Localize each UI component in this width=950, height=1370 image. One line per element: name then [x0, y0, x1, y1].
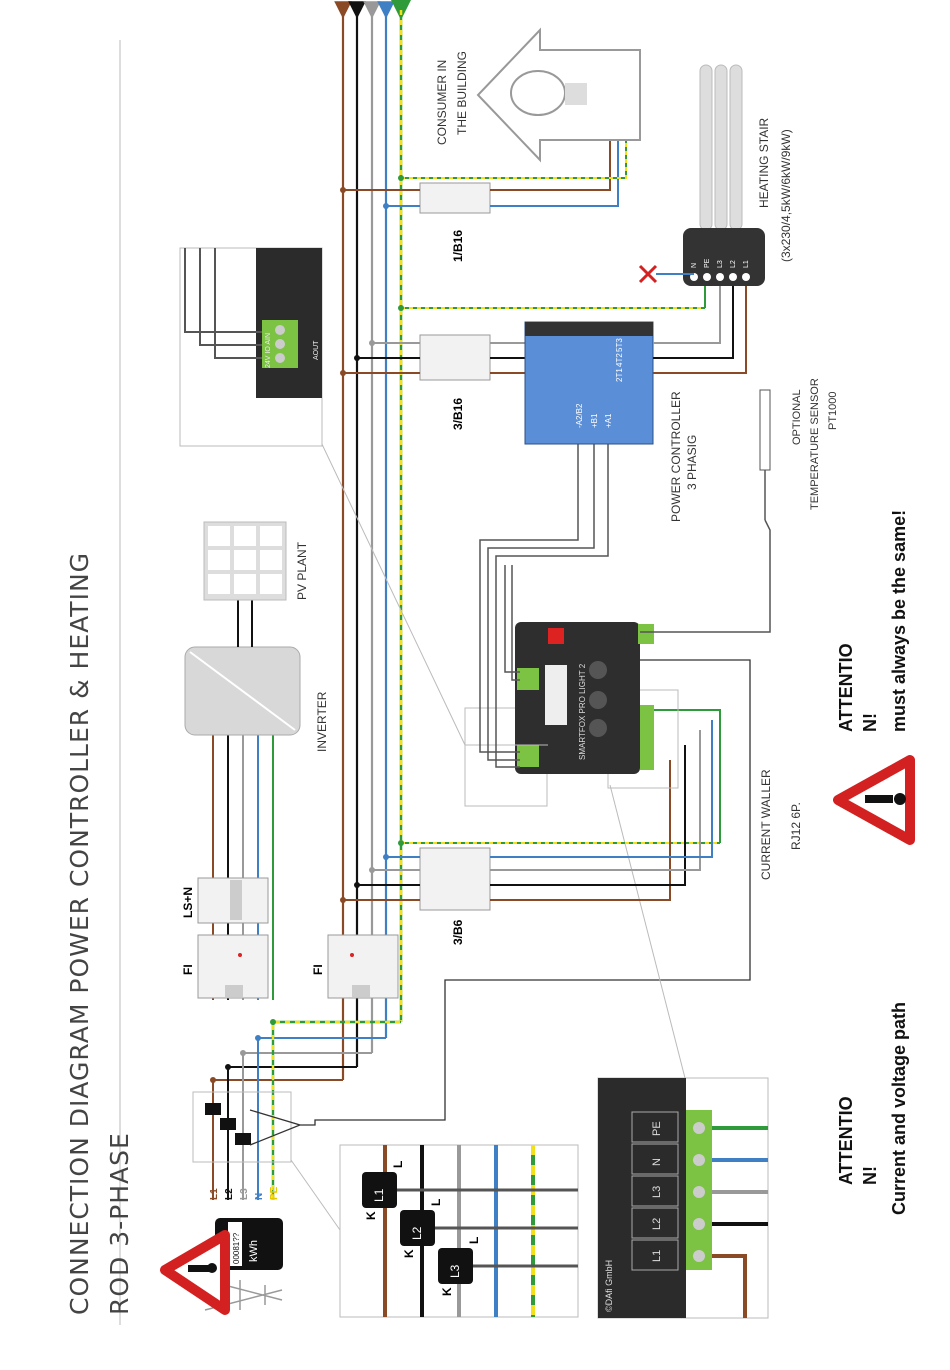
- rj12-label: RJ12 6P.: [789, 802, 803, 850]
- current-waller-label: CURRENT WALLER: [759, 769, 773, 880]
- line-legend: L1 L2 L3 N PE: [209, 1186, 280, 1200]
- svg-text:3/B16: 3/B16: [451, 398, 465, 430]
- svg-text:ATTENTIO: ATTENTIO: [836, 1096, 856, 1185]
- svg-text:L: L: [429, 1199, 443, 1206]
- svg-text:K: K: [402, 1249, 416, 1258]
- aout-detail-box: 24V IO AIN AOUT: [179, 247, 323, 447]
- svg-text:3/B6: 3/B6: [451, 919, 465, 945]
- svg-text:L3: L3: [717, 260, 724, 268]
- svg-text:PT1000: PT1000: [827, 391, 839, 430]
- svg-text:CONSUMER IN: CONSUMER IN: [435, 60, 449, 145]
- svg-text:1/B16: 1/B16: [451, 230, 465, 262]
- svg-text:kWh: kWh: [248, 1240, 260, 1262]
- consumer-house-icon: CONSUMER IN THE BUILDING: [435, 27, 641, 163]
- svg-text:FI: FI: [311, 964, 325, 975]
- fi-breaker-2: FI: [311, 934, 399, 999]
- svg-text:L2: L2: [730, 260, 737, 268]
- svg-text:L1: L1: [209, 1188, 220, 1200]
- svg-text:AOUT: AOUT: [313, 340, 320, 360]
- svg-text:L1: L1: [743, 260, 750, 268]
- svg-text:2T1: 2T1: [615, 368, 624, 382]
- svg-text:PE: PE: [704, 258, 711, 268]
- svg-text:L1: L1: [372, 1188, 386, 1202]
- svg-text:L3: L3: [239, 1188, 250, 1200]
- svg-text:K: K: [364, 1211, 378, 1220]
- main-bus: [334, 0, 411, 1080]
- svg-text:ATTENTIO: ATTENTIO: [836, 643, 856, 732]
- svg-text:THE BUILDING: THE BUILDING: [455, 51, 469, 135]
- svg-text:L2: L2: [224, 1188, 235, 1200]
- svg-text:L3: L3: [448, 1264, 462, 1278]
- svg-text:PV PLANT: PV PLANT: [295, 541, 309, 600]
- breaker-3b16: 3/B16: [340, 305, 705, 430]
- svg-text:24V IO AIN: 24V IO AIN: [265, 333, 272, 368]
- svg-text:L: L: [391, 1161, 405, 1168]
- svg-text:N!: N!: [860, 1166, 880, 1185]
- svg-text:K: K: [440, 1287, 454, 1296]
- svg-text:+B1: +B1: [590, 413, 599, 428]
- svg-text:POWER CONTROLLER: POWER CONTROLLER: [669, 391, 683, 522]
- svg-text:N: N: [651, 1158, 663, 1166]
- svg-text:L: L: [467, 1237, 481, 1244]
- temperature-sensor: OPTIONAL TEMPERATURE SENSOR PT1000: [759, 378, 839, 520]
- page-subtitle: ROD 3-PHASE: [105, 1132, 134, 1315]
- svg-text:TEMPERATURE SENSOR: TEMPERATURE SENSOR: [809, 378, 821, 510]
- svg-text:HEATING STAIR: HEATING STAIR: [757, 117, 771, 208]
- svg-text:LS+N: LS+N: [181, 887, 195, 918]
- svg-text:©DAfi GmbH: ©DAfi GmbH: [604, 1260, 614, 1312]
- svg-text:L1: L1: [651, 1250, 663, 1262]
- svg-text:L2: L2: [410, 1226, 424, 1240]
- svg-text:PE: PE: [651, 1121, 663, 1136]
- fi-breaker-1: FI: [181, 934, 269, 999]
- attention-text-2: ATTENTIO N! must always be the same!: [836, 510, 909, 732]
- svg-text:Current and voltage path: Current and voltage path: [889, 1002, 909, 1215]
- svg-text:(3x230/4,5kW/6kW/9kW): (3x230/4,5kW/6kW/9kW): [779, 129, 793, 262]
- smartfox-device: SMARTFOX PRO LIGHT 2: [319, 439, 679, 807]
- svg-text:5T3: 5T3: [615, 338, 624, 352]
- svg-text:N: N: [691, 263, 698, 268]
- power-controller: -A2/B2 +B1 +A1 5T3 4T2 2T1 POWER CONTROL…: [524, 282, 747, 522]
- svg-text:must always be the same!: must always be the same!: [889, 510, 909, 732]
- svg-text:3 PHASIG: 3 PHASIG: [685, 435, 699, 490]
- warning-icon-2: [833, 755, 915, 845]
- svg-text:L2: L2: [651, 1218, 663, 1230]
- svg-text:OPTIONAL: OPTIONAL: [791, 389, 803, 445]
- page-title: CONNECTION DIAGRAM POWER CONTROLLER & HE…: [65, 552, 94, 1315]
- svg-text:L3: L3: [651, 1186, 663, 1198]
- svg-text:INVERTER: INVERTER: [315, 691, 329, 752]
- svg-text:+A1: +A1: [604, 413, 613, 428]
- current-transformers: [192, 659, 751, 1163]
- svg-text:FI: FI: [181, 964, 195, 975]
- pv-plant: PV PLANT: [203, 521, 309, 647]
- inverter: INVERTER: [184, 646, 329, 752]
- ls-n-breaker: LS+N: [181, 877, 269, 924]
- ct-detail-box: L1 L2 L3 K K K L L L: [290, 1144, 579, 1318]
- svg-text:N: N: [254, 1193, 265, 1200]
- svg-text:4T2: 4T2: [615, 353, 624, 367]
- svg-text:PE: PE: [269, 1186, 280, 1200]
- electricity-meter: 00081?? kWh: [215, 1218, 283, 1270]
- svg-text:N!: N!: [860, 713, 880, 732]
- terminal-detail-box: L1 L2 L3 N PE ©DAfi GmbH: [597, 784, 769, 1319]
- breaker-3b6: 3/B6: [340, 709, 721, 945]
- heating-rod: N PE L3 L2 L1 HEATING STAIR (3x230/4,5kW…: [638, 64, 793, 286]
- attention-text-1: ATTENTIO N! Current and voltage path: [836, 1002, 909, 1215]
- svg-text:00081??: 00081??: [232, 1232, 241, 1264]
- control-wires: [479, 430, 771, 768]
- svg-text:-A2/B2: -A2/B2: [575, 403, 584, 428]
- svg-text:SMARTFOX PRO LIGHT 2: SMARTFOX PRO LIGHT 2: [578, 663, 587, 760]
- warning-icon-1: [160, 1230, 230, 1315]
